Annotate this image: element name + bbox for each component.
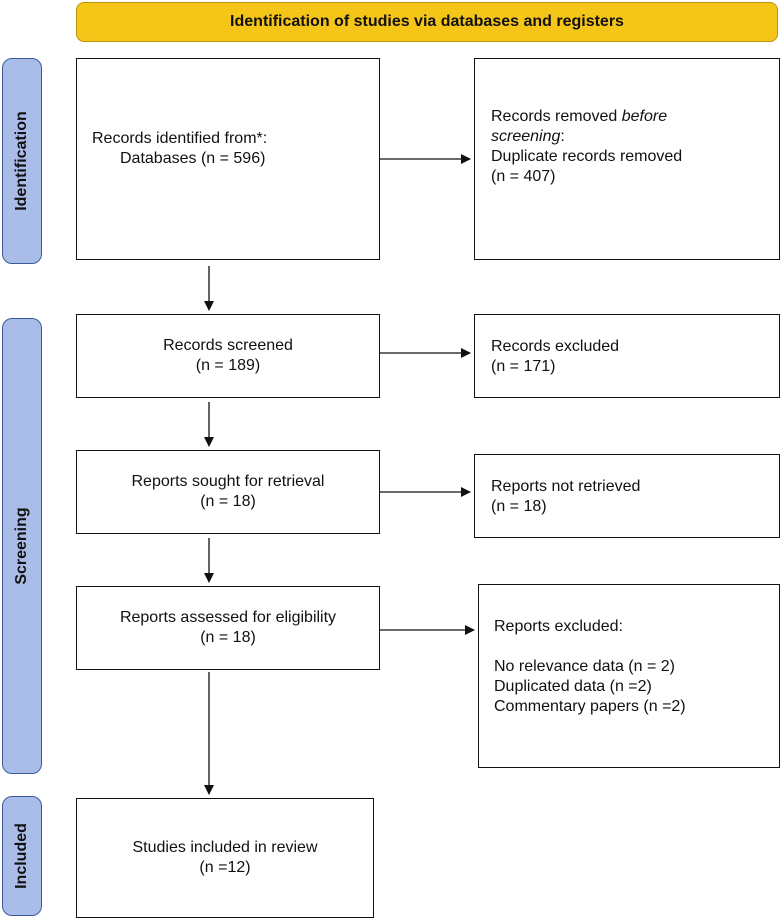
records-screened-label: Records screened [163, 337, 293, 354]
records-screened-count: (n = 189) [195, 357, 261, 374]
records-excluded-box: Records excluded (n = 171) [474, 314, 780, 398]
reports-not-retrieved-count: (n = 18) [491, 498, 547, 515]
duplicate-records-count: (n = 407) [491, 168, 556, 185]
reports-not-retrieved-box: Reports not retrieved (n = 18) [474, 454, 780, 538]
exclusion-reason: No relevance data (n = 2) [494, 658, 675, 675]
phase-identification: Identification [2, 58, 42, 264]
records-identified-label: Records identified from*: [92, 130, 268, 147]
reports-assessed-box: Reports assessed for eligibility (n = 18… [76, 586, 380, 670]
records-screened-box: Records screened (n = 189) [76, 314, 380, 398]
duplicate-records-label: Duplicate records removed [491, 148, 683, 165]
records-identified-count: Databases (n = 596) [120, 150, 266, 167]
records-identified-box: Records identified from*: Databases (n =… [76, 58, 380, 260]
exclusion-reason: Duplicated data (n =2) [494, 678, 652, 695]
phase-included: Included [2, 796, 42, 916]
reports-sought-count: (n = 18) [200, 493, 256, 510]
studies-included-label: Studies included in review [132, 839, 318, 856]
reports-not-retrieved-label: Reports not retrieved [491, 478, 641, 495]
reports-excluded-box: Reports excluded: No relevance data (n =… [478, 584, 780, 768]
records-removed-label-2: screening: [491, 128, 565, 145]
reports-sought-label: Reports sought for retrieval [131, 473, 325, 490]
studies-included-count: (n =12) [199, 859, 251, 876]
exclusion-reason: Commentary papers (n =2) [494, 698, 686, 715]
records-excluded-label: Records excluded [491, 338, 620, 355]
studies-included-box: Studies included in review (n =12) [76, 798, 374, 918]
phase-screening: Screening [2, 318, 42, 774]
flowchart-header: Identification of studies via databases … [76, 2, 778, 42]
reports-sought-box: Reports sought for retrieval (n = 18) [76, 450, 380, 534]
records-removed-box: Records removed before screening: Duplic… [474, 58, 780, 260]
records-excluded-count: (n = 171) [491, 358, 556, 375]
reports-excluded-title: Reports excluded: [494, 618, 623, 635]
reports-assessed-label: Reports assessed for eligibility [119, 609, 337, 626]
reports-assessed-count: (n = 18) [200, 629, 256, 646]
records-removed-label: Records removed before [491, 108, 668, 125]
